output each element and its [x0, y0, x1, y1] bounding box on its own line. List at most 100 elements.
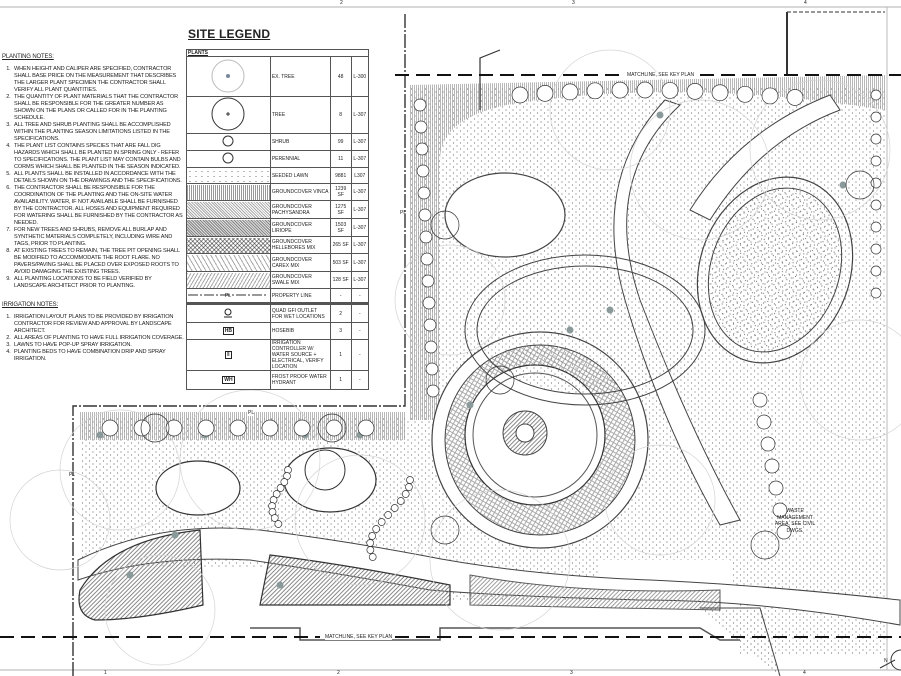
- perennial-icon: [274, 520, 283, 528]
- shrub-icon: [536, 85, 554, 102]
- shrub-icon: [511, 86, 529, 104]
- note-item: ALL PLANTING LOCATIONS TO BE FIELD VERIF…: [12, 276, 184, 290]
- legend-description: GROUNDCOVER SWALE MIX: [269, 271, 331, 289]
- shrub-icon: [870, 221, 882, 233]
- legend-description: TREE: [269, 96, 331, 134]
- property-line-icon: PL: [186, 288, 271, 304]
- symbol-text: HB: [222, 327, 235, 335]
- shrub-icon: [413, 98, 427, 112]
- shrub-icon: [325, 419, 343, 437]
- legend-quantity: 128 SF: [329, 271, 352, 289]
- hosebib-icon: HB: [186, 322, 271, 340]
- hellebores-icon: [186, 236, 271, 254]
- shrub-icon: [870, 133, 882, 145]
- shrub-icon: [425, 362, 439, 376]
- legend-description: GROUNDCOVER LIRIOPE: [269, 218, 331, 237]
- shrub-icon: [736, 85, 754, 103]
- grid-marker-bottom: 1: [104, 670, 107, 676]
- tree-icon: [845, 170, 875, 200]
- legend-reference: L-307: [350, 133, 370, 151]
- existing-tree-trunk-icon: [839, 181, 847, 189]
- perennial-icon: [186, 150, 271, 168]
- legend-reference: L-307: [350, 200, 370, 219]
- note-item: THE CONTRACTOR SHALL BE RESPONSIBLE FOR …: [12, 185, 184, 227]
- legend-description: GROUNDCOVER CAREX MIX: [269, 253, 331, 272]
- shrub-icon: [561, 83, 579, 101]
- shrub-icon: [768, 480, 784, 496]
- legend-quantity: 3: [329, 322, 352, 340]
- perennial-icon: [366, 539, 375, 547]
- note-item: ALL TREE AND SHRUB PLANTING SHALL BE ACC…: [12, 122, 184, 143]
- shrub-icon: [611, 81, 629, 99]
- perennial-icon: [270, 514, 279, 522]
- shrub-icon: [870, 155, 882, 167]
- legend-reference: -: [350, 322, 370, 340]
- legend-reference: -: [350, 339, 370, 371]
- tree-icon: [430, 210, 460, 240]
- shrub-icon: [686, 83, 704, 100]
- existing-tree-canopy-icon: [604, 444, 716, 556]
- legend-quantity: 2: [329, 303, 352, 323]
- grid-marker-bottom: 3: [570, 670, 573, 676]
- existing-tree-trunk-icon: [656, 111, 664, 119]
- perennial-icon: [272, 490, 281, 498]
- seeded-lawn-icon: [186, 167, 271, 184]
- legend-description: PERENNIAL: [269, 150, 331, 168]
- existing-tree-trunk-icon: [606, 306, 614, 314]
- legend-quantity: 1239 SF: [329, 183, 352, 201]
- shrub-icon: [661, 82, 679, 99]
- irrigation-controller-icon: ‖: [186, 339, 271, 371]
- legend-reference: L-307: [350, 96, 370, 134]
- note-item: WHEN HEIGHT AND CALIPER ARE SPECIFIED, C…: [12, 66, 184, 94]
- legend-description: IRRIGATION CONTROLLER W/ WATER SOURCE + …: [269, 339, 331, 371]
- irrigation-notes-title: IRRIGATION NOTES:: [2, 302, 59, 308]
- legend-description: FROST PROOF WATER HYDRANT: [269, 370, 331, 390]
- note-item: THE PLANT LIST CONTAINS SPECIES THAT ARE…: [12, 143, 184, 171]
- legend-quantity: 1: [329, 370, 352, 390]
- symbol-text: WH: [222, 376, 235, 384]
- matchline-label-top: MATCHLINE, SEE KEY PLAN: [627, 72, 695, 78]
- shrub-icon: [426, 384, 440, 398]
- shrub-icon: [776, 524, 792, 540]
- shrub-icon: [423, 318, 437, 332]
- tree-icon: [430, 515, 460, 545]
- legend-description: EX. TREE: [269, 56, 331, 97]
- perennial-icon: [372, 525, 381, 533]
- existing-tree-canopy-icon: [394, 244, 506, 356]
- perennial-icon: [276, 484, 285, 492]
- perennial-icon: [368, 532, 377, 540]
- existing-tree-trunk-icon: [276, 581, 284, 589]
- legend-description: GROUNDCOVER HELLEBORES MIX: [269, 236, 331, 254]
- tree-icon: [317, 413, 347, 443]
- shrub-icon: [761, 87, 779, 105]
- legend-reference: L-307: [350, 150, 370, 168]
- note-item: PLANTING BEDS TO HAVE COMBINATION DRIP A…: [12, 349, 184, 363]
- legend-reference: -: [350, 303, 370, 323]
- perennial-icon: [405, 483, 413, 491]
- perennial-icon: [377, 518, 386, 526]
- legend-description: SEEDED LAWN: [269, 167, 331, 184]
- existing-tree-canopy-icon: [9, 469, 111, 571]
- grid-marker-top: 4: [804, 0, 807, 6]
- tree-icon: [485, 365, 515, 395]
- legend-reference: L307: [350, 167, 370, 184]
- legend-quantity: 503 SF: [329, 253, 352, 272]
- note-item: ALL AREAS OF PLANTING TO HAVE FULL IRRIG…: [12, 335, 184, 342]
- note-item: LAWNS TO HAVE POP-UP SPRAY IRRIGATION.: [12, 342, 184, 349]
- property-line-label: PL: [400, 210, 407, 216]
- shrub-icon: [636, 81, 654, 99]
- shrub-icon: [870, 265, 882, 277]
- shrub-icon: [424, 340, 438, 354]
- existing-tree-trunk-icon: [96, 431, 104, 439]
- legend-reference: L-307: [350, 183, 370, 201]
- legend-reference: L-307: [350, 253, 370, 272]
- note-item: ALL PLANTS SHALL BE INSTALLED IN ACCORDA…: [12, 171, 184, 185]
- shrub-icon: [870, 243, 882, 255]
